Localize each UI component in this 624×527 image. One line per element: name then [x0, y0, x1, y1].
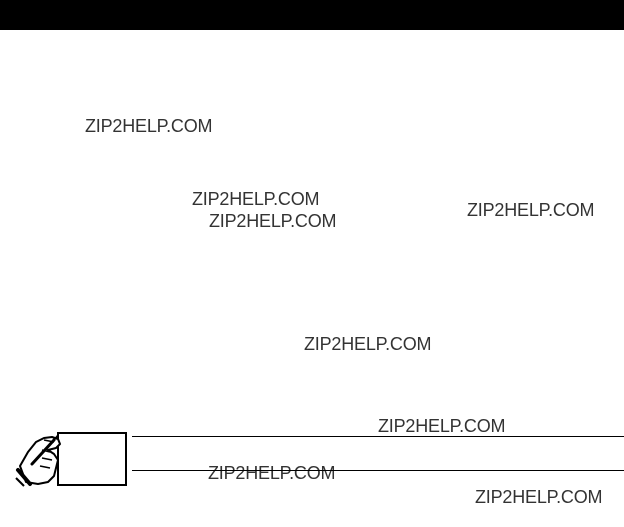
watermark-text: ZIP2HELP.COM	[378, 416, 506, 436]
watermark-text: ZIP2HELP.COM	[475, 487, 603, 507]
note-bottom-rule	[132, 470, 624, 471]
watermark-text: ZIP2HELP.COM	[85, 116, 213, 136]
hand-writing-note-icon	[15, 432, 127, 487]
header-bar	[0, 0, 624, 30]
watermark-text: ZIP2HELP.COM	[209, 211, 337, 231]
watermark-text: ZIP2HELP.COM	[208, 463, 336, 483]
watermark-text: ZIP2HELP.COM	[304, 334, 432, 354]
watermark-text: ZIP2HELP.COM	[192, 189, 320, 209]
watermark-text: ZIP2HELP.COM	[467, 200, 595, 220]
note-top-rule	[132, 436, 624, 437]
